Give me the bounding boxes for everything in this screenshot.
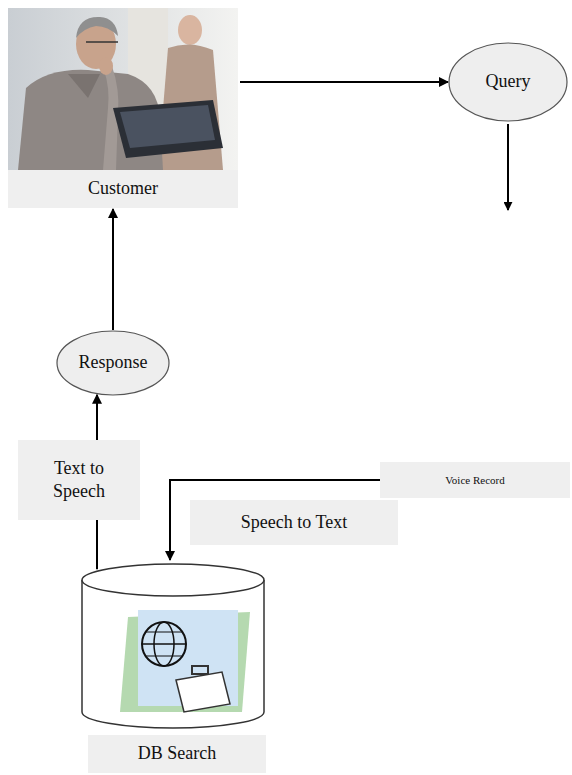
node-label: Customer — [8, 170, 238, 208]
voice-record-box: Voice Record — [380, 462, 570, 498]
flow-arrow — [112, 209, 114, 330]
flow-arrow — [240, 81, 448, 83]
query-ellipse: Query — [448, 42, 568, 122]
customer-photo — [8, 8, 238, 170]
edge-label: Speech to Text — [190, 500, 398, 545]
node-label: Response — [56, 330, 170, 396]
node-label: Query — [448, 42, 568, 122]
response-ellipse: Response — [56, 330, 170, 396]
edge-label: Text to Speech — [18, 440, 140, 520]
db-search-node: DB Search — [80, 562, 266, 774]
node-label: DB Search — [88, 735, 266, 773]
node-label: Voice Record — [380, 462, 570, 498]
dangling-arrow — [507, 124, 509, 210]
database-cylinder — [80, 562, 266, 730]
customer-node: Customer — [8, 8, 238, 208]
